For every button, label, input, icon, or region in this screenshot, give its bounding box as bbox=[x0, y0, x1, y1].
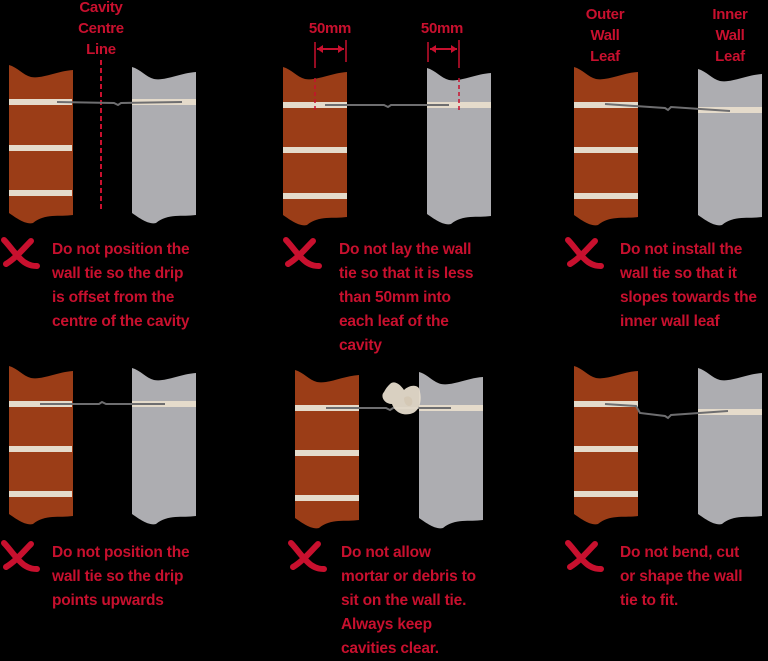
panel-4-artwork bbox=[9, 366, 196, 525]
panel-1-artwork bbox=[9, 60, 196, 224]
wall-tie bbox=[56, 101, 183, 107]
dimension-label-inner: 50mm bbox=[420, 20, 464, 37]
inner-leaf bbox=[698, 368, 762, 525]
cavity-centre-line-label: Cavity Centre Line bbox=[78, 0, 124, 58]
wall-tie bbox=[325, 104, 449, 109]
outer-leaf bbox=[9, 366, 73, 525]
wall-tie-diagram bbox=[1, 40, 762, 572]
panel-5-artwork bbox=[295, 370, 483, 529]
x-mark-icon bbox=[1, 237, 40, 269]
panel-3-artwork bbox=[574, 67, 762, 226]
outer-leaf bbox=[574, 67, 638, 226]
inner-leaf bbox=[419, 372, 483, 529]
wall-tie bbox=[40, 400, 165, 405]
outer-leaf bbox=[295, 370, 359, 529]
caption-drip-offset: Do not position the wall tie so the drip… bbox=[52, 241, 190, 330]
inner-leaf bbox=[132, 368, 196, 525]
x-mark-icon bbox=[3, 238, 34, 267]
wall-tie bbox=[604, 403, 729, 420]
inner-leaf bbox=[427, 68, 491, 225]
inner-leaf bbox=[132, 67, 196, 224]
outer-leaf bbox=[574, 366, 638, 525]
caption-mortar-debris: Do not allow mortar or debris to sit on … bbox=[341, 544, 476, 657]
caption-drip-upwards: Do not position the wall tie so the drip… bbox=[52, 544, 190, 609]
mortar-debris bbox=[382, 382, 421, 415]
wall-tie bbox=[604, 103, 731, 112]
outer-leaf bbox=[283, 67, 347, 226]
caption-bend-cut-shape: Do not bend, cut or shape the wall tie t… bbox=[620, 544, 743, 609]
caption-less-than-50mm: Do not lay the wall tie so that it is le… bbox=[339, 241, 474, 354]
outer-leaf bbox=[9, 65, 73, 224]
x-mark-icons bbox=[1, 237, 604, 572]
panel-6-artwork bbox=[574, 366, 762, 525]
inner-leaf bbox=[698, 69, 762, 226]
inner-wall-leaf-label: Inner Wall Leaf bbox=[712, 6, 748, 65]
outer-wall-leaf-label: Outer Wall Leaf bbox=[585, 6, 625, 65]
panel-2-artwork bbox=[283, 40, 491, 226]
dimension-label-outer: 50mm bbox=[308, 20, 352, 37]
caption-slopes-inner: Do not install the wall tie so that it s… bbox=[620, 241, 757, 330]
